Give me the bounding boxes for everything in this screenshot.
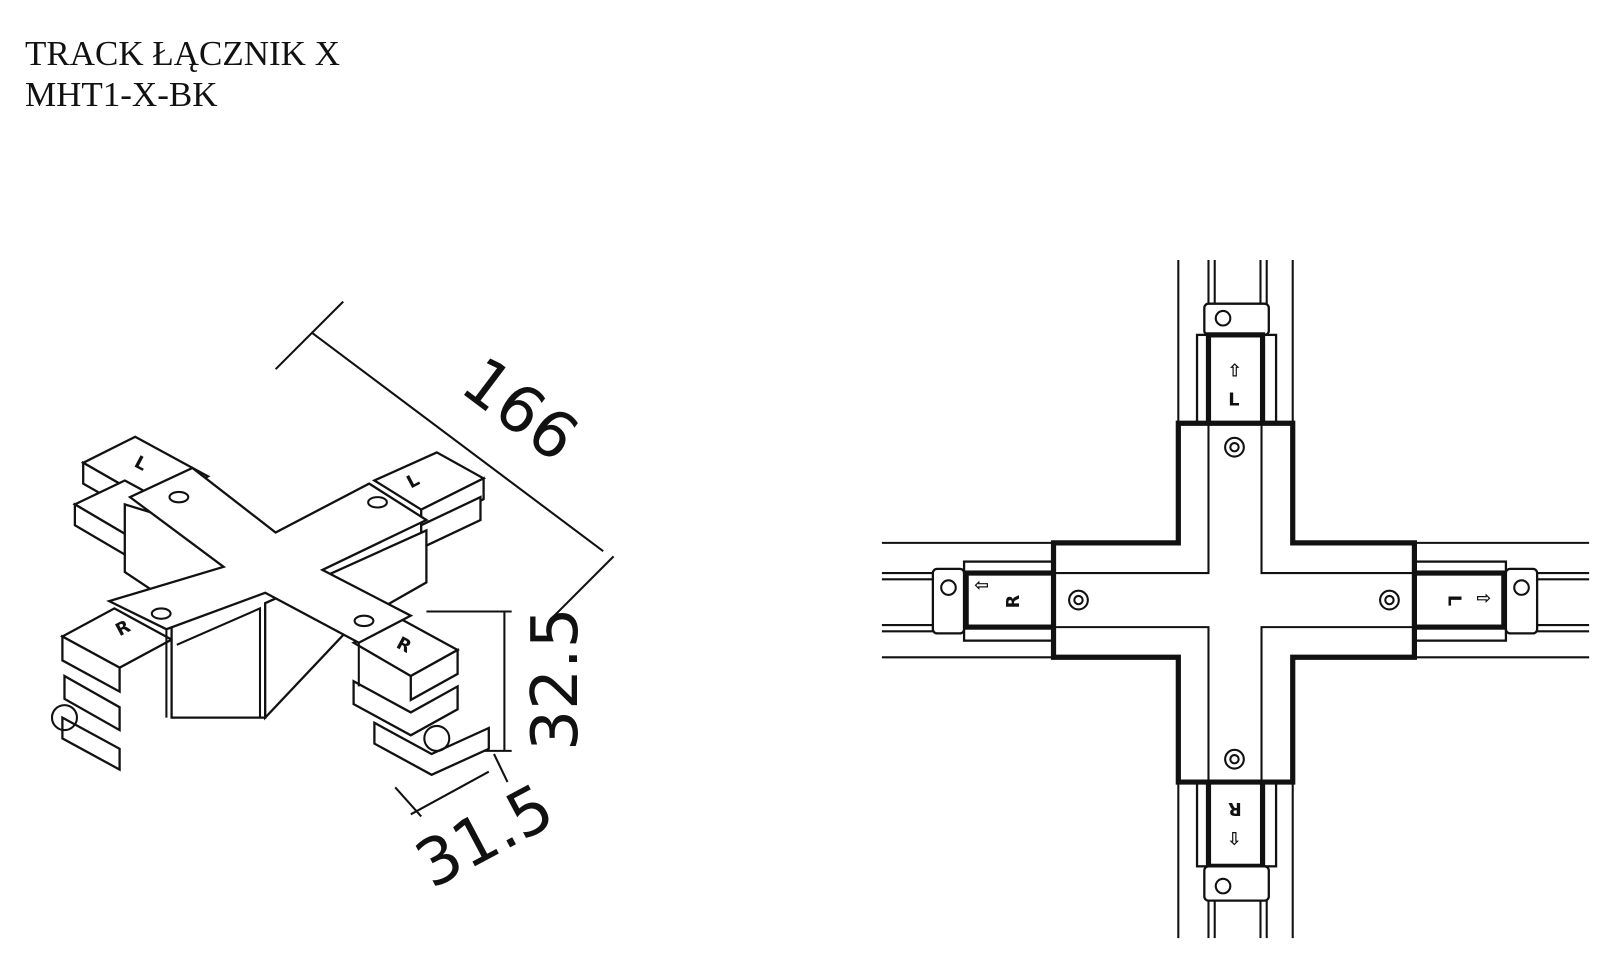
- cross-body-top: [1050, 420, 1417, 785]
- dim-31-5-extension-left: [394, 786, 422, 818]
- track-arm-bottom-right: R: [351, 617, 490, 777]
- cross-body: [106, 466, 429, 721]
- connector-left: ⇧ R: [931, 560, 1059, 642]
- isometric-view: 166 32.5 31.5 L L: [50, 300, 615, 904]
- screw-icon: [1214, 309, 1232, 327]
- screw-icon: [423, 724, 451, 752]
- screw-icon: [1513, 579, 1530, 596]
- screw-hole-icon: [367, 496, 388, 509]
- connector-bottom: R ⇧: [1195, 773, 1278, 902]
- svg-text:L: L: [1228, 391, 1239, 411]
- dim-166-extension-right: [550, 555, 615, 620]
- screw-hole-icon: [168, 490, 190, 504]
- svg-text:L: L: [1444, 595, 1464, 606]
- screw-hole-icon: [1224, 436, 1245, 458]
- screw-hole-icon: [150, 607, 172, 620]
- dim-31-5-label: 31.5: [404, 770, 566, 904]
- svg-text:R: R: [1228, 798, 1242, 818]
- track-arm-top-right: L: [371, 451, 487, 550]
- top-view: ⇧ L R ⇧ ⇧ R L ⇧: [881, 259, 1590, 939]
- dim-31-5-extension-right: [493, 753, 509, 783]
- track-arm-bottom-left: R: [50, 607, 174, 772]
- svg-text:⇧: ⇧: [1472, 591, 1492, 606]
- dim-31-5-line: [410, 770, 490, 816]
- screw-hole-icon: [1224, 748, 1245, 770]
- dim-166-label: 166: [448, 343, 591, 477]
- svg-text:⇧: ⇧: [1227, 361, 1242, 381]
- connector-right: L ⇧: [1411, 560, 1539, 642]
- dim-32-5-label: 32.5: [518, 607, 593, 751]
- product-title: TRACK ŁĄCZNIK X: [25, 34, 340, 73]
- dim-166-line: [311, 331, 604, 553]
- screw-hole-icon: [1068, 589, 1089, 611]
- screw-icon: [1214, 877, 1232, 895]
- product-code: MHT1-X-BK: [25, 75, 218, 114]
- screw-hole-icon: [353, 614, 375, 628]
- screw-icon: [940, 579, 957, 596]
- svg-text:⇧: ⇧: [1227, 827, 1242, 847]
- dim-166-extension-left: [274, 300, 344, 370]
- screw-hole-icon: [1379, 589, 1400, 611]
- screw-icon: [50, 704, 78, 732]
- svg-text:R: R: [1004, 594, 1024, 608]
- svg-text:⇧: ⇧: [973, 578, 993, 593]
- connector-top: ⇧ L: [1195, 302, 1278, 428]
